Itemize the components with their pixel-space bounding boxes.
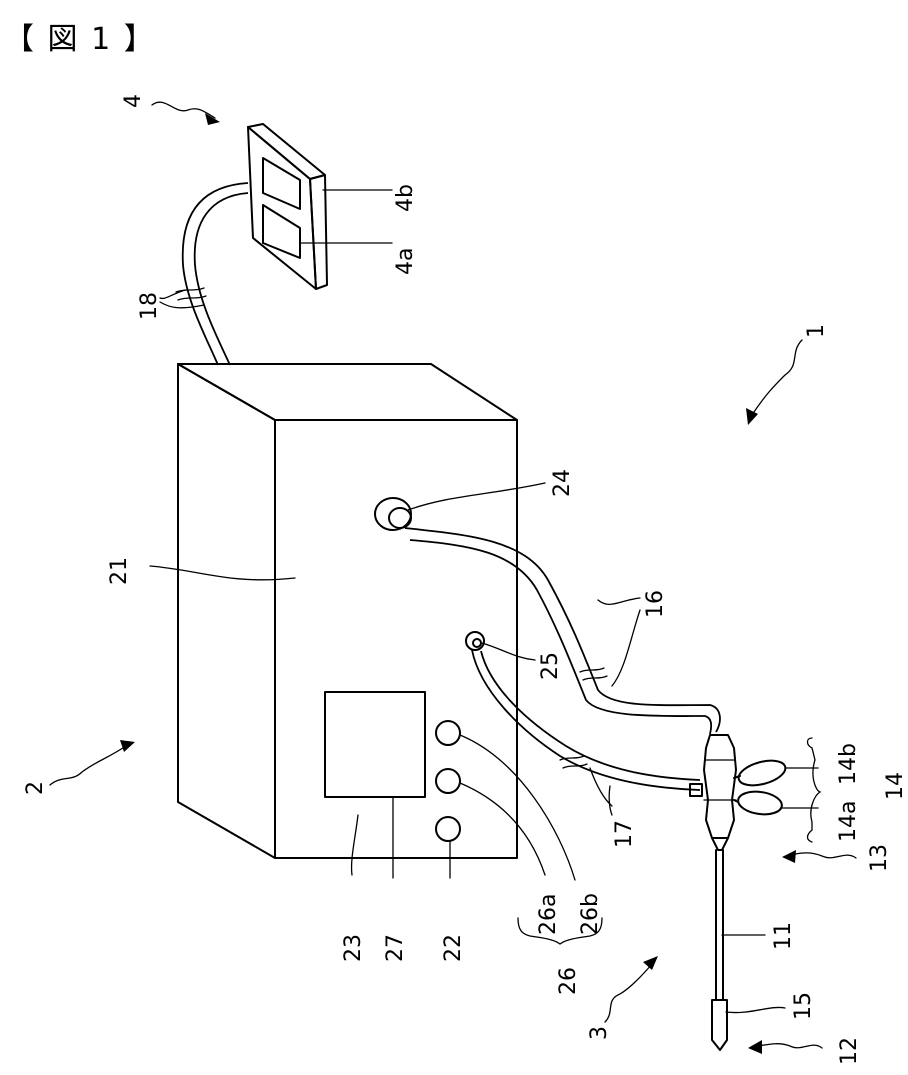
connector-24 [375,498,411,530]
switch-26b [436,721,460,745]
label-21: 21 [107,557,132,585]
label-26a: 26a [536,894,561,935]
label-17: 17 [612,820,637,848]
main-unit-box [178,364,517,858]
label-14: 14 [883,772,908,800]
label-22: 22 [441,934,466,962]
label-4a: 4a [393,248,418,275]
label-12: 12 [837,1037,862,1065]
label-1: 1 [804,324,829,338]
label-14b: 14b [836,743,861,785]
label-15: 15 [791,992,816,1020]
label-27: 27 [383,934,408,962]
label-14a: 14a [836,801,861,842]
label-4: 4 [121,94,146,108]
power-switch-22 [436,817,460,841]
connector-25 [466,632,484,650]
foot-switch [248,124,327,289]
handle-14b [736,756,788,790]
cable-18 [176,183,248,365]
label-26b: 26b [578,893,603,935]
label-18: 18 [137,292,162,320]
label-25: 25 [538,652,563,680]
label-11: 11 [771,922,796,950]
reference-arrows [50,102,856,1054]
label-23: 23 [341,934,366,962]
display-panel [325,692,425,797]
leader-lines [150,190,818,1013]
label-26: 26 [556,967,581,995]
brace-14 [808,738,821,842]
label-4b: 4b [393,184,418,212]
handpiece [690,735,788,1050]
label-13: 13 [867,844,892,872]
label-2: 2 [23,781,48,795]
handle-14a [737,789,784,817]
label-24: 24 [550,469,575,497]
switch-26a [436,769,460,793]
label-16: 16 [643,590,668,618]
cable-16 [405,528,720,734]
probe-tip [712,1000,727,1050]
label-3: 3 [587,1026,612,1040]
